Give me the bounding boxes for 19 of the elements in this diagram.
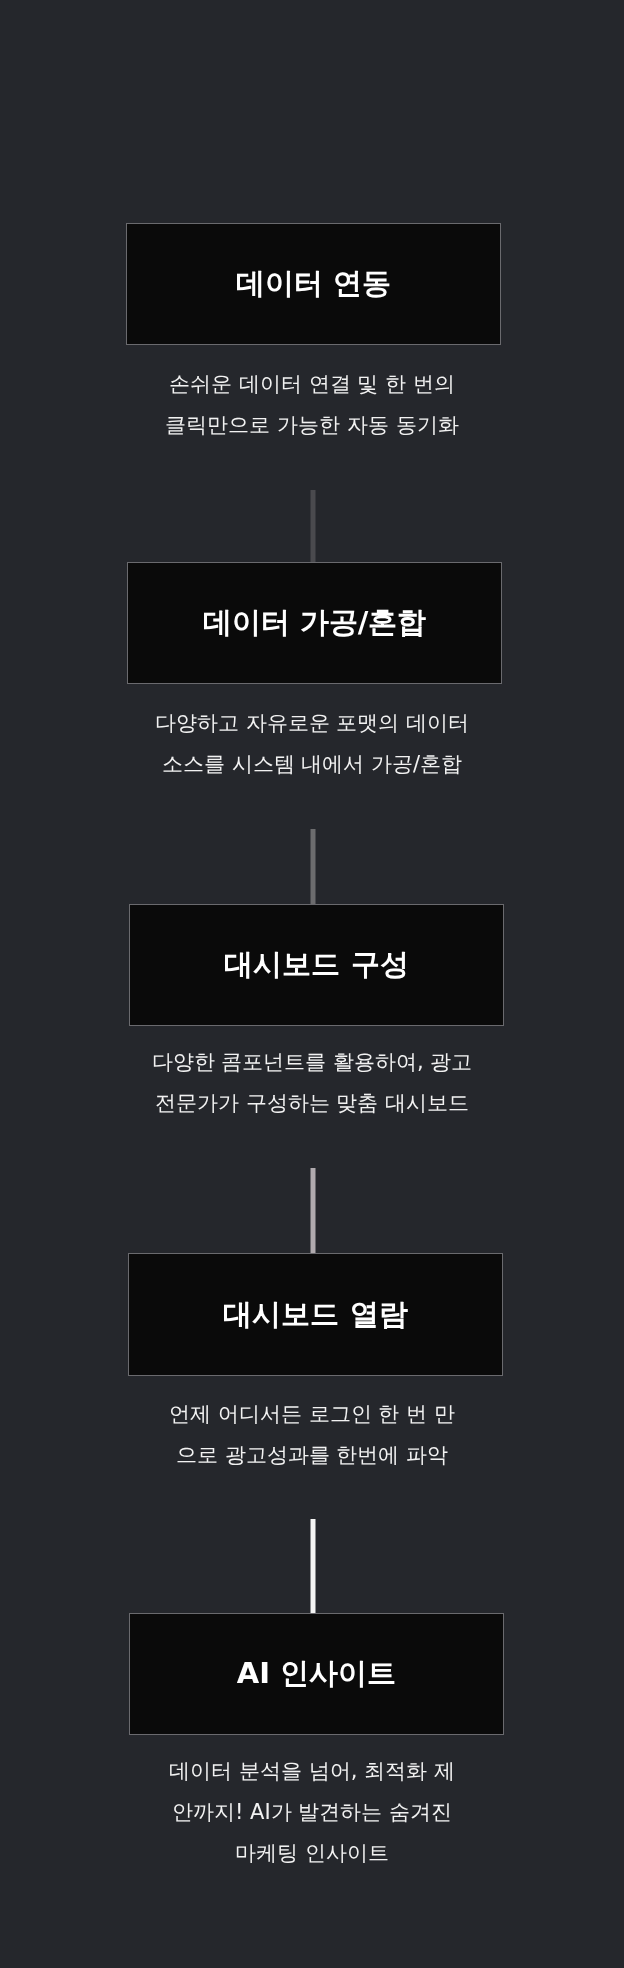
step-description: 언제 어디서든 로그인 한 번 만으로 광고성과를 한번에 파악 — [168, 1401, 456, 1469]
step-description: 다양한 콤포넌트를 활용하여, 광고 전문가가 구성하는 맞춤 대시보드 — [150, 1049, 474, 1117]
step-box — [129, 904, 504, 1026]
step-box — [126, 223, 501, 345]
connector-line — [310, 490, 316, 562]
step-description: 다양하고 자유로운 포맷의 데이터 소스를 시스템 내에서 가공/혼합 — [154, 710, 470, 778]
step-description: 손쉬운 데이터 연결 및 한 번의 클릭만으로 가능한 자동 동기화 — [164, 371, 460, 439]
step-box — [127, 562, 502, 684]
step-title: 대시보드 구성 — [224, 946, 409, 983]
connector-line — [310, 1519, 316, 1613]
step-title: AI 인사이트 — [236, 1655, 397, 1692]
step-box — [129, 1613, 504, 1735]
step-description: 데이터 분석을 넘어, 최적화 제안까지! AI가 발견하는 숨겨진 마케팅 인사이트 — [168, 1758, 456, 1867]
connector-line — [310, 1168, 316, 1253]
step-title: 데이터 가공/혼합 — [202, 604, 427, 641]
step-title: 대시보드 열람 — [223, 1295, 408, 1333]
step-title: 데이터 연동 — [235, 265, 392, 302]
step-box — [128, 1253, 503, 1376]
connector-line — [310, 829, 316, 904]
